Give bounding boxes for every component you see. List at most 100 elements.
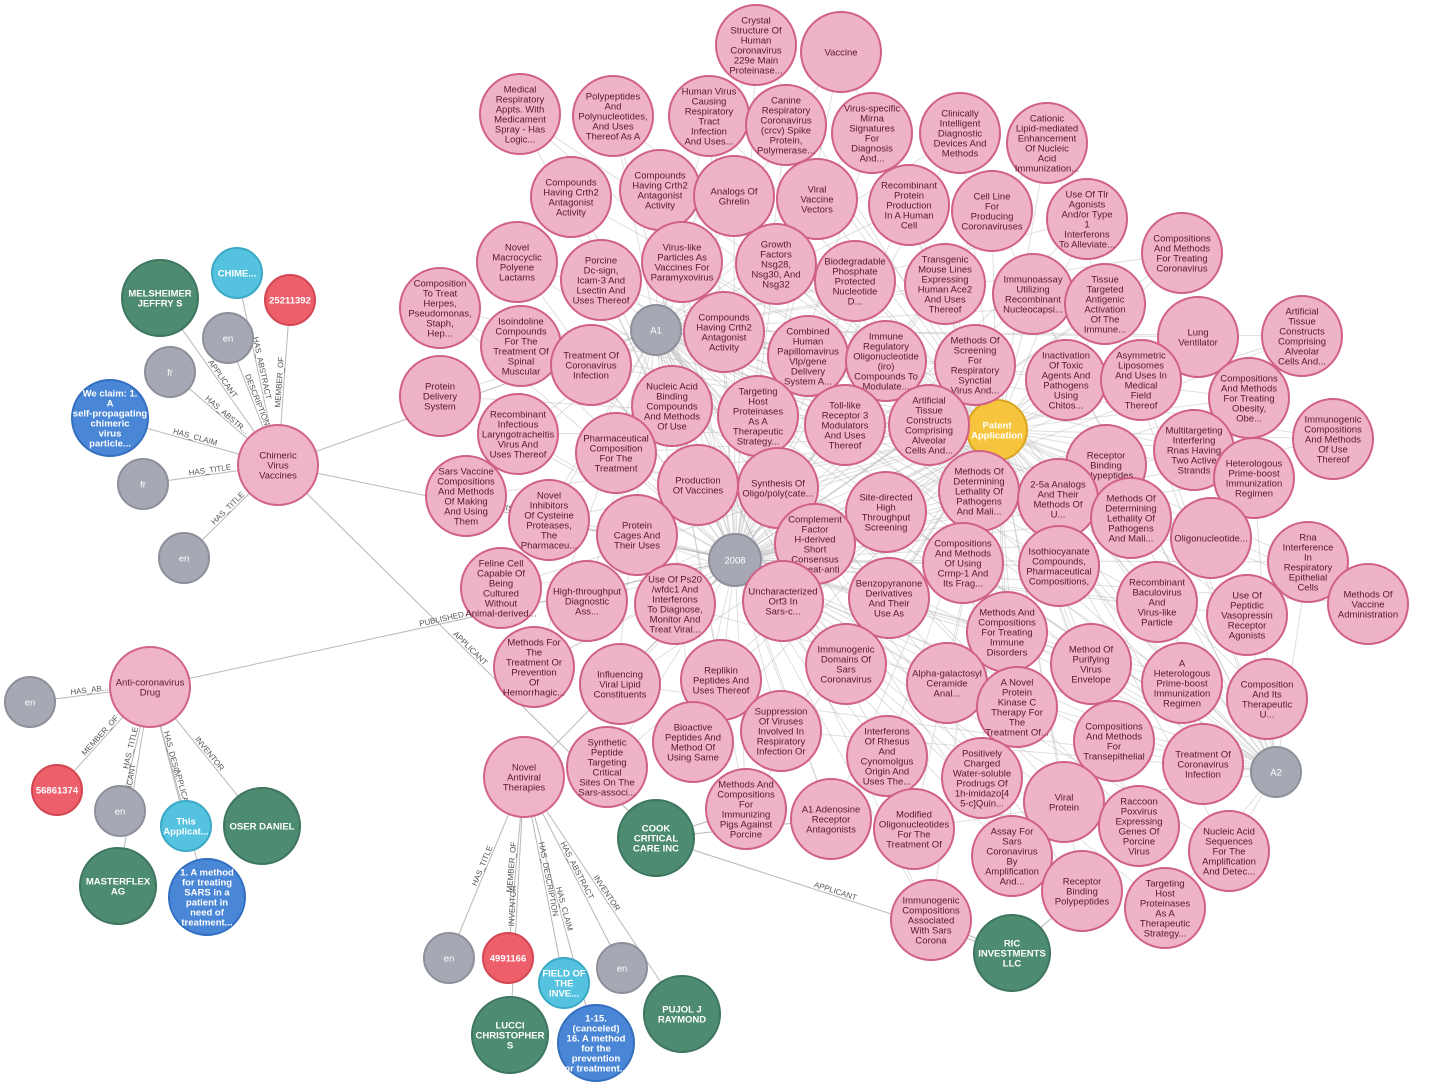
topic-node-circle[interactable] bbox=[1206, 574, 1288, 656]
topic-node-circle[interactable] bbox=[1064, 263, 1146, 345]
lang-node[interactable]: en bbox=[94, 785, 146, 837]
person-node-circle[interactable] bbox=[223, 787, 301, 865]
topic-node-circle[interactable] bbox=[1157, 296, 1239, 378]
topic-node-circle[interactable] bbox=[1006, 102, 1088, 184]
topic-node-circle[interactable] bbox=[1141, 212, 1223, 294]
lang-node[interactable]: en bbox=[202, 312, 254, 364]
topic-node-circle[interactable] bbox=[1162, 723, 1244, 805]
topic-node-circle[interactable] bbox=[1046, 178, 1128, 260]
topic-node-circle[interactable] bbox=[804, 384, 886, 466]
lang-node[interactable]: en bbox=[4, 676, 56, 728]
lang-node[interactable]: fr bbox=[117, 458, 169, 510]
topic-node-circle[interactable] bbox=[1267, 521, 1349, 603]
topic-node-circle[interactable] bbox=[922, 522, 1004, 604]
lang-node[interactable]: fr bbox=[144, 346, 196, 398]
topic-node-circle[interactable] bbox=[546, 560, 628, 642]
invention-node-circle[interactable] bbox=[483, 736, 565, 818]
topic-node-circle[interactable] bbox=[1073, 700, 1155, 782]
topic-node-circle[interactable] bbox=[868, 164, 950, 246]
topic-node-circle[interactable] bbox=[1090, 477, 1172, 559]
topic-node-circle[interactable] bbox=[934, 324, 1016, 406]
topic-node-circle[interactable] bbox=[705, 768, 787, 850]
topic-node-circle[interactable] bbox=[888, 384, 970, 466]
person-node-circle[interactable] bbox=[643, 975, 721, 1053]
topic-node-circle[interactable] bbox=[579, 643, 661, 725]
topic-node-circle[interactable] bbox=[715, 4, 797, 86]
text-node[interactable]: CHIME... bbox=[211, 247, 263, 299]
topic-node-circle[interactable] bbox=[683, 291, 765, 373]
lang-node-circle[interactable] bbox=[94, 785, 146, 837]
kind-node[interactable]: A1 bbox=[630, 304, 682, 356]
topic-node-circle[interactable] bbox=[1116, 561, 1198, 643]
family-node-circle[interactable] bbox=[264, 274, 316, 326]
lang-node[interactable]: en bbox=[423, 932, 475, 984]
kind-node-circle[interactable] bbox=[1250, 746, 1302, 798]
kind-node[interactable]: A2 bbox=[1250, 746, 1302, 798]
family-node[interactable]: 25211392 bbox=[264, 274, 316, 326]
person-node-circle[interactable] bbox=[471, 996, 549, 1074]
topic-node-circle[interactable] bbox=[1327, 563, 1409, 645]
claim-node-circle[interactable] bbox=[71, 379, 149, 457]
year-node-circle[interactable] bbox=[708, 533, 762, 587]
topic-node-circle[interactable] bbox=[1050, 623, 1132, 705]
topic-node[interactable]: Oligonucleotide... bbox=[1170, 497, 1252, 579]
topic-node-circle[interactable] bbox=[476, 221, 558, 303]
topic-node-circle[interactable] bbox=[566, 726, 648, 808]
topic-node-circle[interactable] bbox=[634, 563, 716, 645]
topic-node-circle[interactable] bbox=[735, 223, 817, 305]
person-node-circle[interactable] bbox=[79, 847, 157, 925]
topic-node-circle[interactable] bbox=[631, 365, 713, 447]
person-node-circle[interactable] bbox=[973, 914, 1051, 992]
topic-node-circle[interactable] bbox=[1292, 398, 1374, 480]
topic-node-circle[interactable] bbox=[477, 393, 559, 475]
topic-node-circle[interactable] bbox=[480, 305, 562, 387]
topic-node-circle[interactable] bbox=[814, 240, 896, 322]
topic-node-circle[interactable] bbox=[906, 642, 988, 724]
topic-node-circle[interactable] bbox=[845, 320, 927, 402]
kind-node-circle[interactable] bbox=[630, 304, 682, 356]
topic-node-circle[interactable] bbox=[460, 547, 542, 629]
topic-node-circle[interactable] bbox=[976, 666, 1058, 748]
topic-node-circle[interactable] bbox=[1141, 642, 1223, 724]
